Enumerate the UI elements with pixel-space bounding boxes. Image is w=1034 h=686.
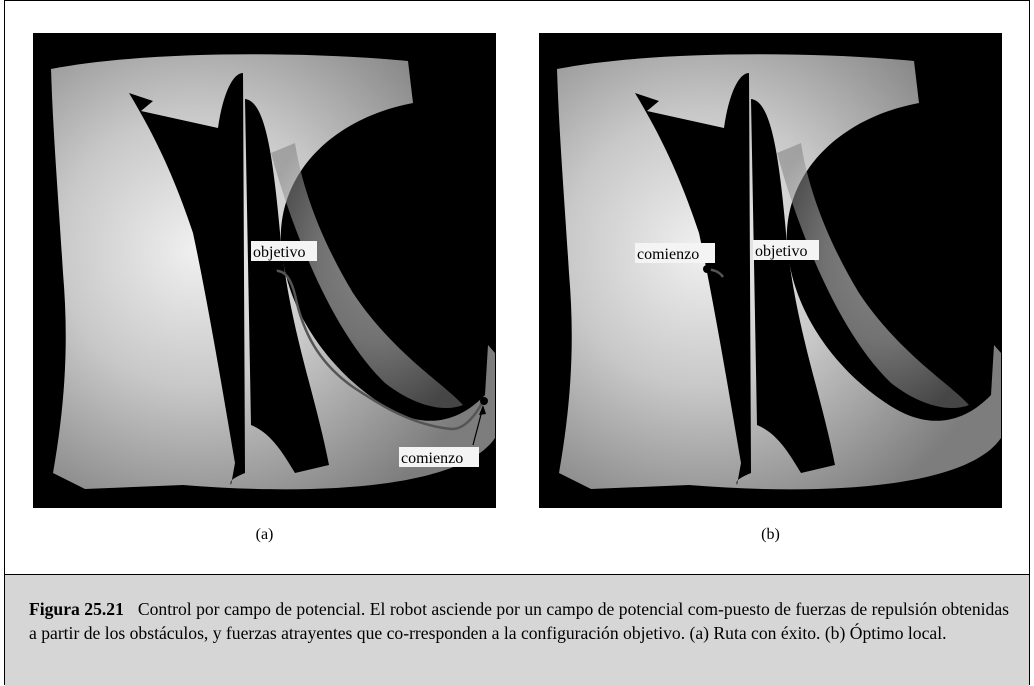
start-marker	[480, 397, 488, 405]
panel-b-label: (b)	[539, 526, 1002, 544]
figure-frame: objetivo comienzo (a) comienzo objetivo …	[4, 0, 1030, 685]
potential-field-a: objetivo comienzo	[33, 33, 496, 508]
panel-b-image: comienzo objetivo	[539, 33, 1002, 508]
start-label-a: comienzo	[401, 450, 463, 467]
panel-a-image: objetivo comienzo	[33, 33, 496, 508]
figure-number: Figura 25.21	[29, 599, 124, 619]
start-label-b: comienzo	[637, 246, 699, 263]
goal-label-a: objetivo	[253, 244, 305, 261]
goal-marker	[775, 268, 783, 276]
potential-field-b: comienzo objetivo	[539, 33, 1002, 508]
panel-a-label: (a)	[33, 526, 496, 544]
caption-text: Control por campo de potencial. El robot…	[29, 599, 1009, 643]
start-marker	[703, 265, 711, 273]
goal-label-b: objetivo	[755, 243, 807, 260]
goal-marker	[269, 268, 277, 276]
